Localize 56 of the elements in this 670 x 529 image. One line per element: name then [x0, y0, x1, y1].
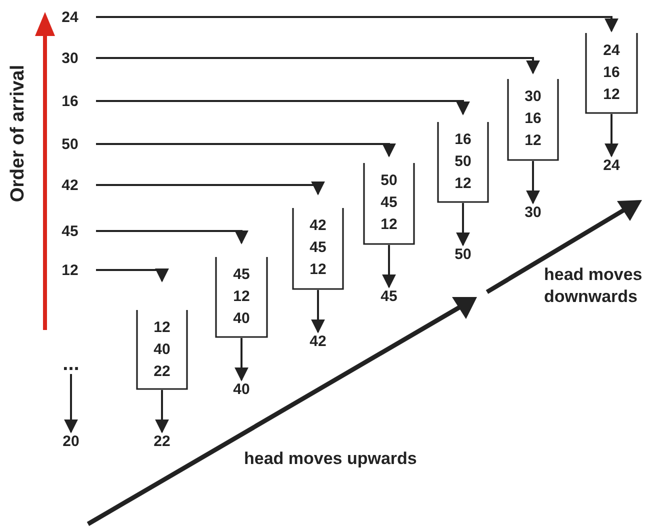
- buffer-value: 12: [603, 85, 620, 105]
- arrow: [96, 181, 325, 196]
- axis-label: Order of arrival: [8, 64, 28, 204]
- arrow: [96, 57, 540, 74]
- buffer-value: 12: [454, 174, 472, 194]
- annotation-text: head moves downwards: [544, 264, 644, 308]
- arrow: [96, 100, 470, 116]
- arrival-value: 42: [58, 176, 82, 194]
- buffer-value: 50: [380, 171, 398, 191]
- arrow: [234, 338, 248, 382]
- arrow: [604, 114, 618, 158]
- output-value: 45: [377, 287, 401, 305]
- arrival-value: 30: [58, 49, 82, 67]
- buffer-value: 22: [154, 362, 170, 382]
- arrow: [526, 161, 540, 204]
- output-value: 42: [306, 332, 330, 350]
- buffer-value: 40: [154, 340, 170, 360]
- output-value: 30: [521, 203, 545, 221]
- buffer-value: 16: [454, 130, 472, 150]
- arrival-value: 50: [58, 135, 82, 153]
- buffer-value: 12: [233, 287, 250, 307]
- arrow: [96, 143, 396, 158]
- arrival-value: ...: [58, 354, 84, 374]
- arrow: [96, 268, 169, 282]
- arrow: [456, 203, 470, 246]
- buffer-value: 45: [310, 238, 326, 258]
- buffer-value: 45: [233, 265, 250, 285]
- arrow: [96, 16, 618, 32]
- arrival-value: 12: [58, 261, 82, 279]
- arrival-value: 24: [58, 8, 82, 26]
- buffer-value: 16: [603, 63, 620, 83]
- buffer-value: 16: [524, 109, 542, 129]
- buffer-value: 12: [380, 215, 398, 235]
- buffer-value: 24: [603, 41, 620, 61]
- arrival-value: 16: [58, 92, 82, 110]
- arrival-value: 45: [58, 222, 82, 240]
- annotation-text: head moves upwards: [244, 450, 417, 467]
- arrow: [96, 230, 248, 244]
- output-value: 40: [230, 380, 254, 398]
- arrow: [64, 374, 78, 434]
- arrow: [155, 390, 169, 434]
- output-value: 50: [451, 245, 475, 263]
- output-value: 22: [150, 432, 174, 450]
- buffer-value: 45: [380, 193, 398, 213]
- buffer-value: 40: [233, 309, 250, 329]
- buffer-value: 12: [310, 260, 326, 280]
- arrow: [311, 290, 325, 334]
- buffer-value: 50: [454, 152, 472, 172]
- arrow: [382, 245, 396, 288]
- buffer-container: [585, 31, 638, 114]
- output-value: 20: [59, 432, 83, 450]
- buffer-value: 12: [524, 131, 542, 151]
- buffer-value: 12: [154, 318, 170, 338]
- buffer-value: 30: [524, 87, 542, 107]
- buffer-value: 42: [310, 216, 326, 236]
- output-value: 24: [600, 156, 624, 174]
